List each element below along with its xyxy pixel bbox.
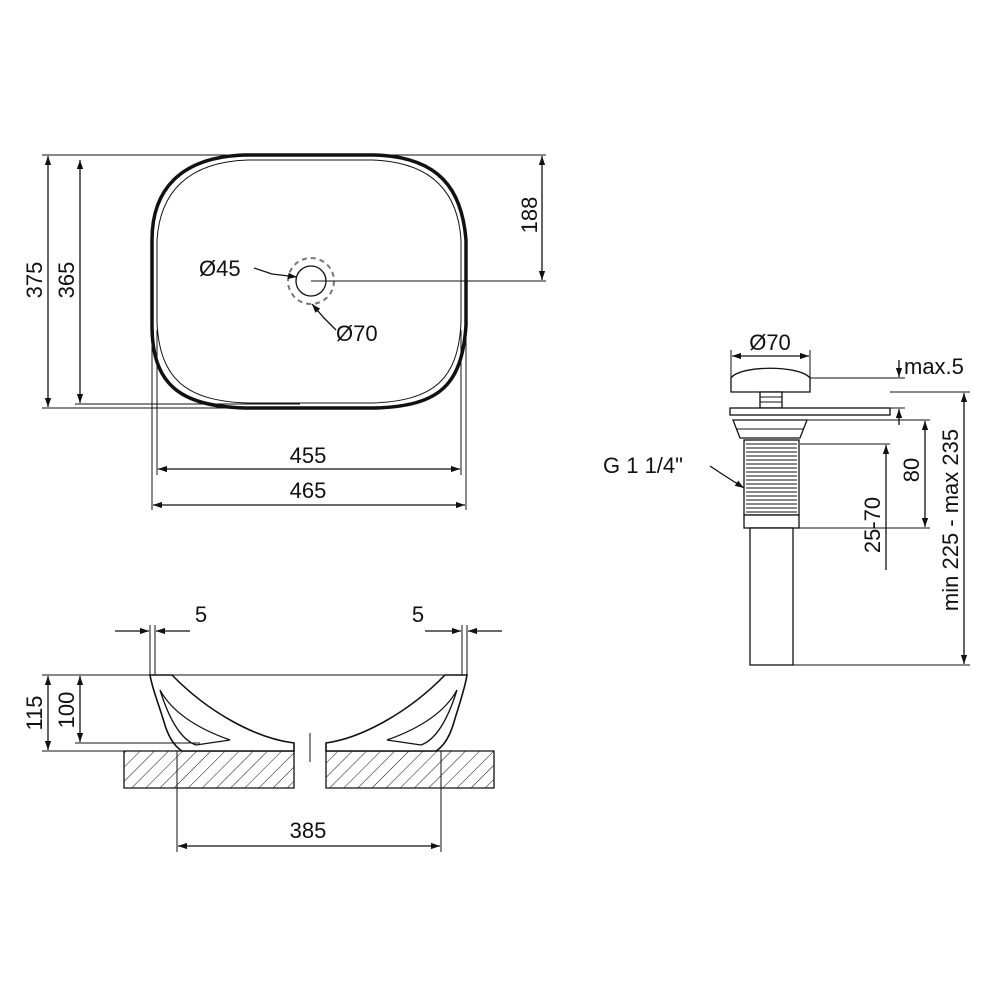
dim-label-188: 188 bbox=[517, 197, 542, 234]
dim-label-adjust: 25-70 bbox=[860, 497, 885, 553]
dim-label-cap: Ø70 bbox=[749, 330, 791, 355]
drain-stem bbox=[759, 391, 783, 409]
drain-detail: Ø70 max.5 80 25-70 min 225 - max 235 G 1… bbox=[603, 330, 970, 666]
dim-label-wall-right: 5 bbox=[412, 602, 424, 627]
thread-label: G 1 1/4" bbox=[603, 453, 683, 478]
top-view: 375 365 188 455 465 Ø45 Ø70 bbox=[22, 153, 546, 510]
basin-cutout-right bbox=[386, 689, 458, 746]
drain-flange bbox=[729, 407, 891, 416]
dim-label-455: 455 bbox=[290, 443, 327, 468]
drain-cap bbox=[730, 367, 811, 393]
drain-pipe bbox=[749, 527, 794, 666]
countertop-right bbox=[325, 750, 495, 789]
dim-label-115: 115 bbox=[22, 695, 47, 730]
dim-label-375: 375 bbox=[22, 262, 47, 299]
leader-thread bbox=[709, 465, 745, 489]
basin-outline-inner bbox=[156, 159, 462, 404]
dim-label-hole: Ø45 bbox=[199, 256, 241, 281]
dim-label-hole-outer: Ø70 bbox=[336, 321, 378, 346]
dim-label-total: min 225 - max 235 bbox=[938, 429, 963, 611]
dim-label-465: 465 bbox=[290, 478, 327, 503]
side-view: 5 5 115 100 385 bbox=[22, 602, 502, 852]
leader-hole-inner bbox=[253, 267, 298, 280]
drain-nut bbox=[743, 514, 800, 529]
countertop-left bbox=[123, 750, 295, 789]
dim-label-100: 100 bbox=[54, 692, 79, 729]
dim-label-body: 80 bbox=[899, 458, 924, 482]
dim-label-365: 365 bbox=[54, 262, 79, 299]
basin-cutout-left bbox=[159, 689, 231, 746]
dim-label-385: 385 bbox=[290, 818, 327, 843]
dim-label-wall-left: 5 bbox=[195, 602, 207, 627]
dim-label-cap-height: max.5 bbox=[904, 354, 964, 379]
leader-hole-outer bbox=[311, 303, 337, 331]
drain-thread-ribs bbox=[746, 443, 797, 513]
basin-outline-outer bbox=[150, 153, 468, 410]
